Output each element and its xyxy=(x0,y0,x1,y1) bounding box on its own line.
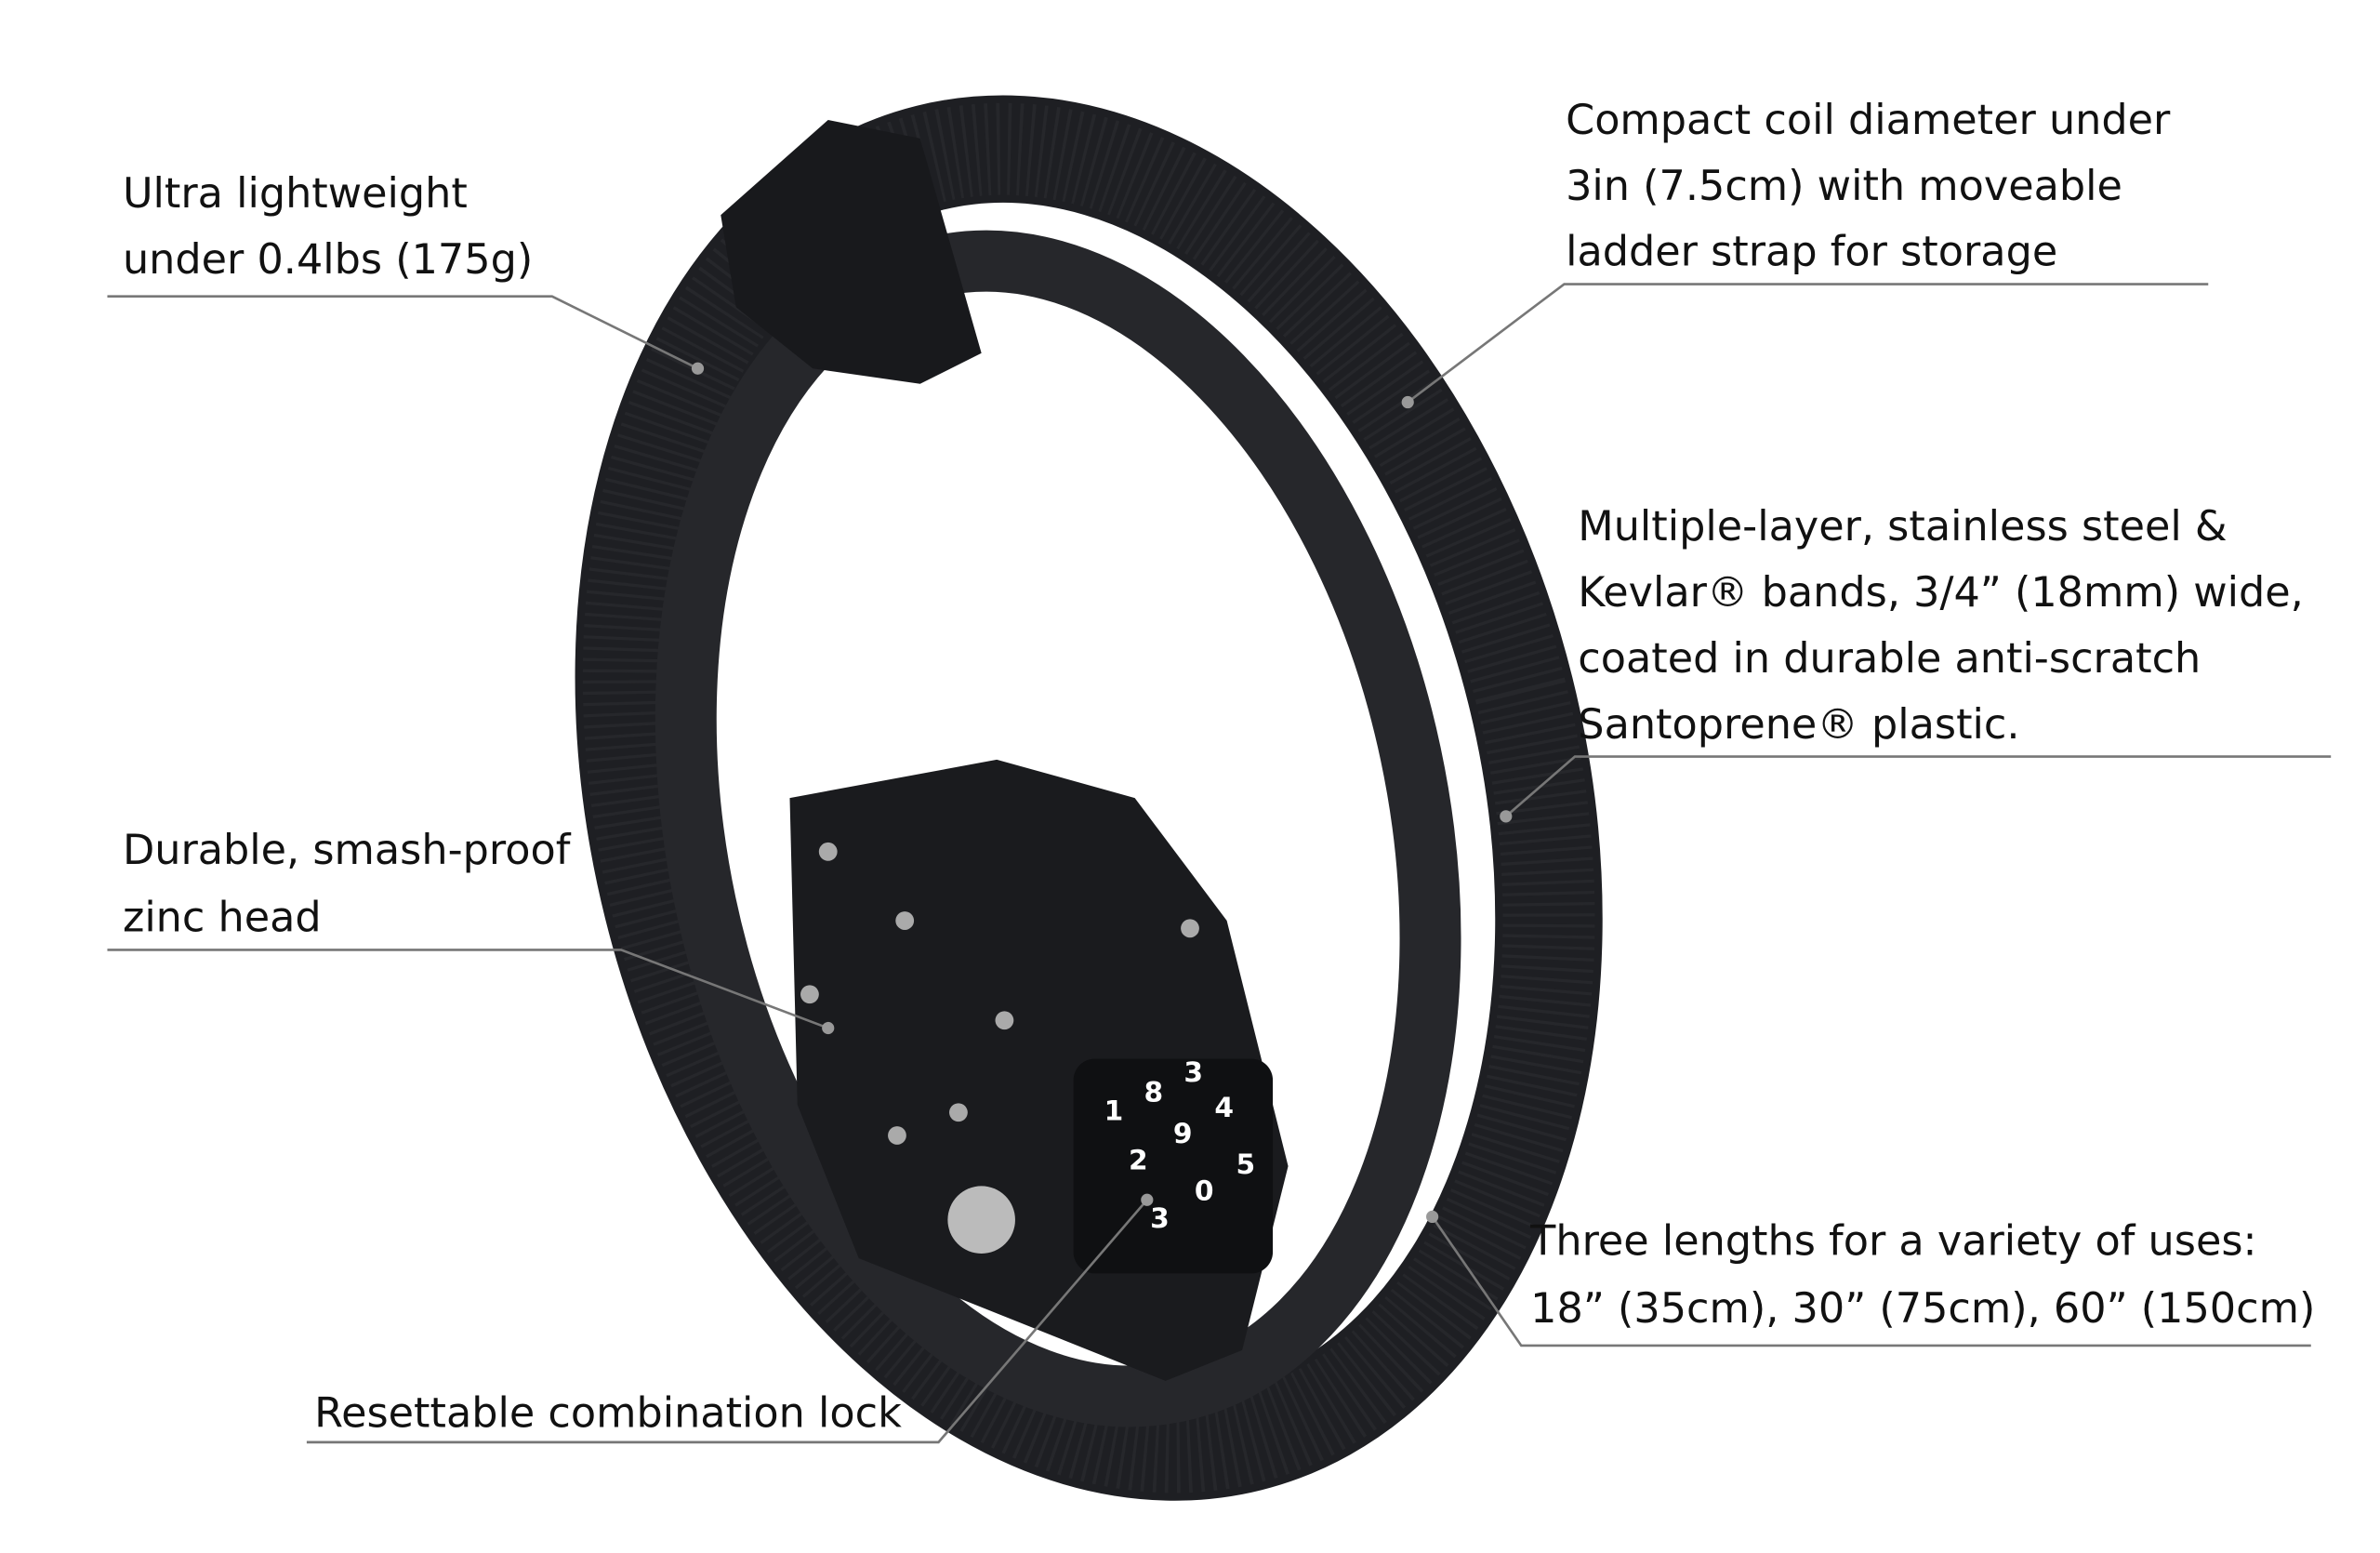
leader-dot xyxy=(1426,1210,1439,1223)
svg-text:Compact coil diameter under: Compact coil diameter under xyxy=(1566,96,2171,144)
svg-text:18” (35cm), 30” (75cm), 60” (1: 18” (35cm), 30” (75cm), 60” (150cm) xyxy=(1530,1284,2315,1333)
svg-text:Multiple-layer, stainless stee: Multiple-layer, stainless steel & xyxy=(1578,502,2227,551)
leader-dot xyxy=(691,362,705,375)
svg-text:ladder strap for storage: ladder strap for storage xyxy=(1566,228,2057,276)
svg-text:Durable, smash-proof: Durable, smash-proof xyxy=(123,826,572,874)
leader-line xyxy=(1504,755,2332,817)
svg-text:zinc head: zinc head xyxy=(123,894,322,942)
leader-dot xyxy=(1500,810,1513,823)
svg-text:1: 1 xyxy=(1104,1095,1124,1127)
leader-line xyxy=(306,1199,1148,1444)
svg-text:3: 3 xyxy=(1183,1056,1203,1089)
svg-text:Resettable combination lock: Resettable combination lock xyxy=(314,1388,902,1437)
dial-digits: 1 8 3 2 9 4 3 0 5 xyxy=(1104,1056,1256,1235)
svg-text:coated in durable anti-scratch: coated in durable anti-scratch xyxy=(1578,634,2201,683)
strap-ribs xyxy=(582,102,1595,1493)
cable-lock-illustration: 1 8 3 2 9 4 3 0 5 xyxy=(575,95,1603,1501)
callout-lock: Resettable combination lock xyxy=(306,1193,1154,1444)
svg-text:Santoprene® plastic.: Santoprene® plastic. xyxy=(1578,700,2019,749)
svg-text:Ultra lightweight: Ultra lightweight xyxy=(123,169,468,218)
leader-line xyxy=(1431,1215,2311,1347)
reset-button xyxy=(947,1186,1015,1254)
callout-bands: Multiple-layer, stainless steel & Kevlar… xyxy=(1500,502,2332,823)
leader-dot xyxy=(822,1021,835,1035)
leader-dot xyxy=(1141,1193,1154,1206)
callout-weight: Ultra lightweight under 0.4lbs (175g) xyxy=(107,169,705,375)
callout-lengths: Three lengths for a variety of uses: 18”… xyxy=(1426,1210,2315,1347)
callout-coil: Compact coil diameter under 3in (7.5cm) … xyxy=(1401,96,2209,409)
svg-text:Three lengths for a variety of: Three lengths for a variety of uses: xyxy=(1529,1217,2256,1266)
screws xyxy=(800,842,1199,1145)
leader-dot xyxy=(1401,395,1414,409)
combination-dials xyxy=(1073,1058,1274,1274)
svg-text:0: 0 xyxy=(1195,1175,1214,1207)
svg-text:4: 4 xyxy=(1214,1092,1234,1124)
svg-text:5: 5 xyxy=(1236,1148,1255,1181)
callout-head: Durable, smash-proof zinc head xyxy=(107,826,835,1035)
ladder-strap xyxy=(721,120,982,384)
svg-text:3: 3 xyxy=(1150,1202,1170,1235)
leader-line xyxy=(107,949,829,1029)
svg-text:9: 9 xyxy=(1173,1118,1193,1150)
svg-text:under 0.4lbs (175g): under 0.4lbs (175g) xyxy=(123,235,533,284)
svg-text:Kevlar® bands, 3/4” (18mm) wid: Kevlar® bands, 3/4” (18mm) wide, xyxy=(1578,568,2304,617)
svg-text:2: 2 xyxy=(1129,1144,1148,1176)
leader-line xyxy=(1407,283,2209,404)
leader-line xyxy=(107,295,699,370)
svg-text:3in (7.5cm) with moveable: 3in (7.5cm) with moveable xyxy=(1566,162,2122,210)
svg-text:8: 8 xyxy=(1144,1077,1164,1109)
